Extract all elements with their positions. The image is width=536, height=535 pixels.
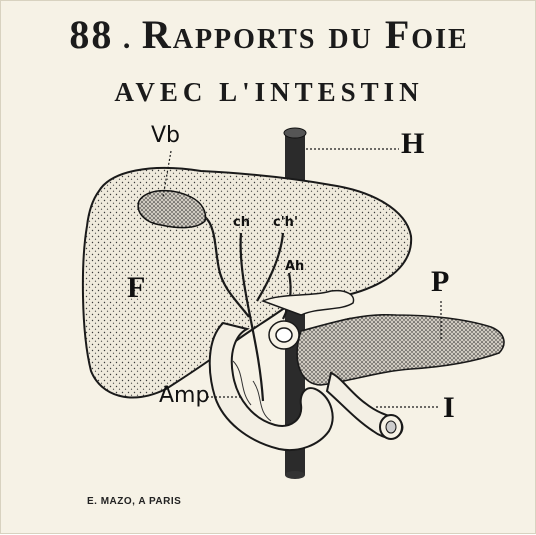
- label-ch-prime: c'h': [273, 215, 298, 230]
- pancreas: [297, 315, 504, 385]
- label-amp: Amp: [159, 383, 209, 408]
- label-p: P: [431, 265, 449, 299]
- label-ah: Ah: [285, 259, 304, 274]
- label-h: H: [401, 127, 424, 161]
- label-vb: Vb: [151, 123, 180, 148]
- label-i: I: [443, 391, 455, 425]
- label-f: F: [127, 271, 145, 305]
- publisher-imprint: E. MAZO, A PARIS: [87, 496, 181, 507]
- label-ch: ch: [233, 215, 250, 230]
